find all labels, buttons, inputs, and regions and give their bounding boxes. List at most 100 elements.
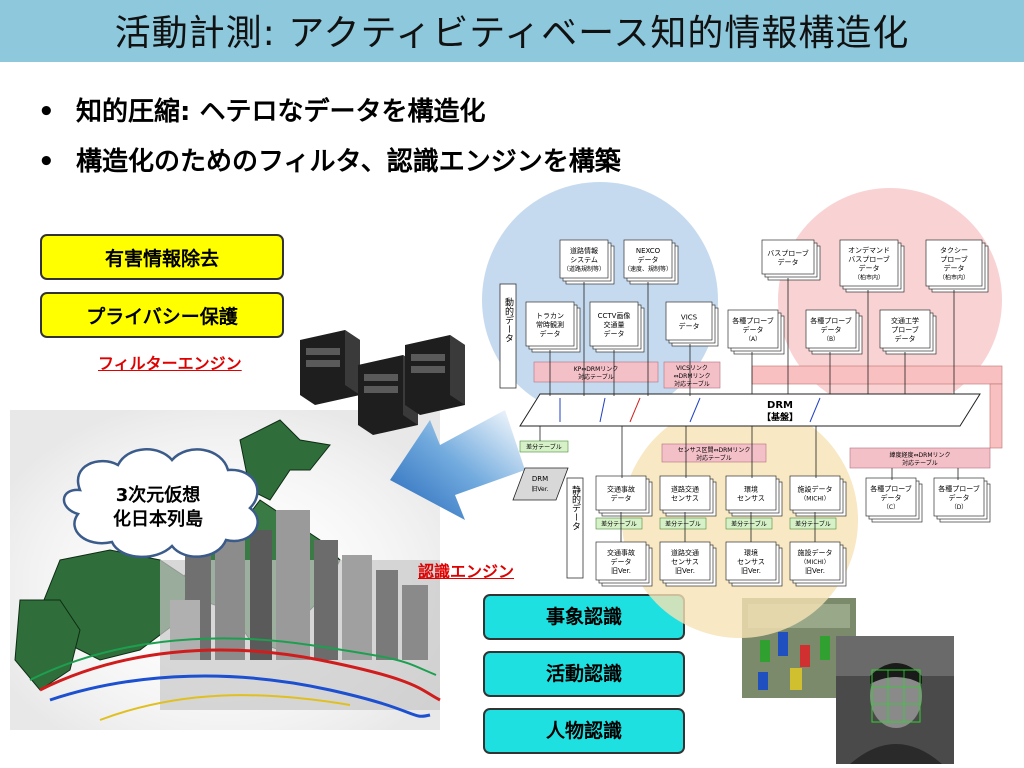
- bullet-text: 構造化のためのフィルタ、認識エンジンを構築: [76, 147, 621, 177]
- static-old-doc: 施設データ（MICHI）旧Ver.: [789, 541, 847, 587]
- diff-table: 差分テーブル: [659, 517, 707, 530]
- doc-label: 交通量: [604, 320, 625, 329]
- drm-base-bar: [519, 393, 981, 427]
- slide-title: 活動計測: アクティビティベース知的情報構造化: [114, 13, 910, 54]
- doc-label: データ: [611, 494, 632, 503]
- doc-label: バスプローブ: [767, 249, 809, 258]
- filter-privacy-protection: プライバシー保護: [40, 292, 284, 338]
- link-table-label: 対応テーブル: [902, 459, 938, 467]
- drm-base-title: DRM: [767, 400, 793, 411]
- diff-table-label: 差分テーブル: [601, 520, 637, 528]
- static-data-label: 静的データ: [570, 484, 581, 530]
- doc-label: トラカン: [536, 312, 564, 320]
- person-recognition-box: 人物認識: [483, 708, 685, 754]
- doc-label: （C）: [883, 504, 899, 511]
- doc-label: 旧Ver.: [741, 567, 761, 575]
- event-recognition-box: 事象認識: [483, 594, 685, 640]
- doc-label: （D）: [951, 504, 968, 511]
- flow-arrow-icon: [390, 410, 525, 520]
- activity-recognition-box: 活動認識: [483, 651, 685, 697]
- static-doc: 施設データ（MICHI）: [789, 475, 847, 517]
- doc-label: 各種プローブ: [732, 316, 774, 325]
- drm-old-shape: [512, 467, 569, 501]
- diff-table-label: 差分テーブル: [795, 520, 831, 528]
- bullet-item: •構造化のためのフィルタ、認識エンジンを構築: [38, 147, 621, 177]
- doc-label: データ: [859, 264, 880, 273]
- link-table-label: VICSリンク: [676, 365, 708, 372]
- diff-table-label: 差分テーブル: [526, 443, 562, 451]
- doc-label: プローブ: [891, 325, 919, 334]
- diff-table: 差分テーブル: [725, 517, 773, 530]
- doc-label: 各種プローブ: [870, 484, 912, 493]
- doc-label: 環境: [744, 485, 758, 494]
- doc-label: VICS: [681, 314, 698, 322]
- doc-label: 各種プローブ: [810, 316, 852, 325]
- doc-label: CCTV画像: [598, 311, 631, 320]
- doc-label: データ: [881, 493, 902, 502]
- doc-label: センサス: [671, 558, 699, 566]
- diff-table: 差分テーブル: [789, 517, 837, 530]
- dynamic-data-label: 動的データ: [503, 297, 514, 342]
- doc-label: 道路交通: [671, 485, 699, 494]
- cloud-text-line: 3次元仮想: [115, 485, 201, 506]
- doc-label: 交通事故: [607, 548, 635, 557]
- cloud-text-line: 化日本列島: [113, 509, 203, 530]
- doc-label: データ: [821, 325, 842, 334]
- doc-label: センサス: [671, 495, 699, 503]
- doc-label: センサス: [737, 495, 765, 503]
- doc-label: 交通事故: [607, 485, 635, 494]
- doc-label: 道路情報: [570, 246, 598, 255]
- link-table-label: ⇔DRMリンク: [674, 373, 711, 380]
- link-table-label: 対応テーブル: [696, 454, 732, 462]
- doc-label: 環境: [744, 548, 758, 557]
- bullet-list: •知的圧縮: ヘテロなデータを構造化 •構造化のためのフィルタ、認識エンジンを構…: [38, 88, 621, 188]
- doc-label: データ: [611, 557, 632, 566]
- doc-label: データ: [944, 264, 965, 273]
- doc-label: データ: [743, 325, 764, 334]
- doc-label: タクシー: [940, 246, 968, 255]
- doc-label: 各種プローブ: [938, 484, 980, 493]
- doc-label: オンデマンド: [848, 246, 890, 255]
- server-icon: [300, 330, 360, 405]
- link-table-label: KP⇔DRMリンク: [574, 366, 619, 373]
- doc-label: （MICHI）: [800, 496, 829, 503]
- doc-label: 施設データ: [798, 548, 833, 557]
- drm-base-subtitle: 【基盤】: [762, 411, 798, 423]
- bullet-text: 知的圧縮: ヘテロなデータを構造化: [76, 97, 486, 127]
- doc-label: システム: [570, 256, 598, 264]
- cloud-text: 3次元仮想 化日本列島: [58, 484, 258, 532]
- link-table-label: センサス区間⇔DRMリンク: [678, 447, 751, 454]
- doc-label: （道路規制等）: [563, 265, 605, 273]
- recognition-engine-label: 認識エンジン: [418, 562, 515, 581]
- doc-label: 常時観測: [536, 320, 564, 329]
- diff-table: 差分テーブル: [595, 517, 643, 530]
- doc-label: 交通工学: [891, 316, 919, 325]
- doc-label: 旧Ver.: [611, 567, 631, 575]
- doc-label: データ: [679, 322, 700, 331]
- doc-label: NEXCO: [636, 247, 661, 255]
- diff-table-label: 差分テーブル: [665, 520, 701, 528]
- link-table-label: 対応テーブル: [578, 373, 614, 381]
- doc-label: データ: [638, 255, 659, 264]
- doc-label: データ: [949, 493, 970, 502]
- doc-label: データ: [778, 258, 799, 267]
- diff-table-label: 差分テーブル: [731, 520, 767, 528]
- title-bar: 活動計測: アクティビティベース知的情報構造化: [0, 0, 1024, 62]
- doc-label: （速度、規制等）: [624, 265, 672, 273]
